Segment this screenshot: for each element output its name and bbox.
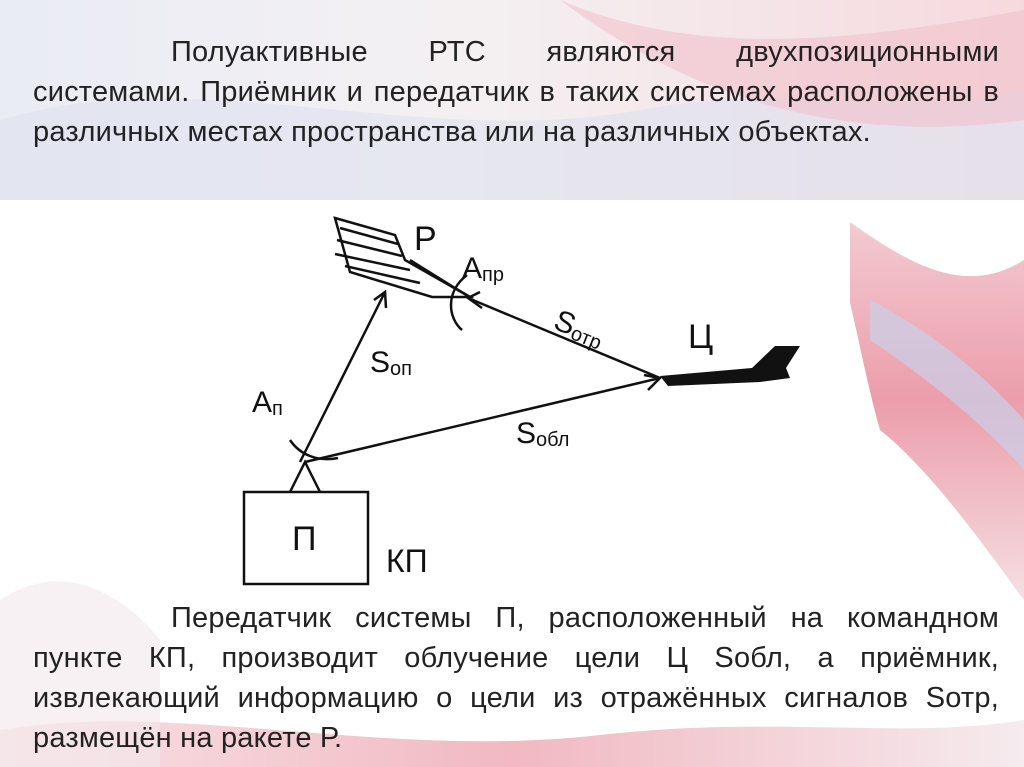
aircraft-icon <box>660 346 800 386</box>
irradiation-signal-label: Sобл <box>516 417 569 451</box>
missile-label: Р <box>414 220 437 258</box>
reflected-signal-arrow <box>467 296 661 380</box>
missile-icon <box>333 216 475 299</box>
transmitter-box-label: П <box>292 520 316 558</box>
missile-antenna-arc <box>449 274 468 331</box>
command-signal-label: Sоп <box>370 346 412 380</box>
station-antenna-mast <box>288 459 322 493</box>
target-label: Ц <box>688 318 713 356</box>
transmitter-box <box>242 490 370 586</box>
command-post-label: КП <box>386 543 428 579</box>
command-signal-arrow <box>298 291 387 463</box>
semi-active-rts-diagram: Р Апр Ц Sотр Sобл Sоп Ап П КП <box>242 216 800 586</box>
station-antenna-arc <box>288 439 339 461</box>
station-antenna-label: Ап <box>252 386 283 420</box>
reflected-signal-label: Sотр <box>549 304 609 355</box>
explanation-paragraph: Передатчик системы П, расположенный на к… <box>33 602 999 754</box>
irradiation-signal-arrow <box>304 376 661 464</box>
missile-antenna-label: Апр <box>462 252 504 286</box>
intro-paragraph: Полуактивные РТС являются двухпозиционны… <box>33 36 999 148</box>
